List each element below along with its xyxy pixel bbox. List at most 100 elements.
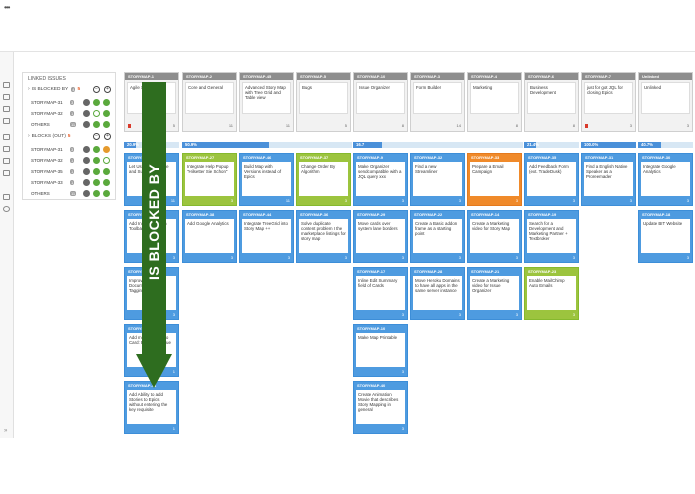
link-row[interactable]: OTHERS 11 [31, 189, 115, 198]
story-title: Create a Marketing video for Story Map [470, 219, 519, 253]
link-row-count: 1 [70, 111, 75, 116]
filter-icon[interactable] [3, 118, 10, 124]
status-done-icon [103, 99, 110, 106]
story-key: STORYMAP-37 [300, 155, 329, 160]
link-icon[interactable] [3, 134, 10, 140]
status-done-icon [103, 121, 110, 128]
epic-key: STORYMAP-5 [297, 73, 350, 80]
more-menu-icon[interactable]: ••• [4, 3, 10, 12]
link-row[interactable]: STORYMAP-33 1 [31, 178, 115, 187]
story-title: Find a new Streamliner [413, 162, 462, 196]
calendar-icon[interactable] [3, 170, 10, 176]
epic-title: just for got JQL for closing Epics [584, 82, 633, 114]
story-key: STORYMAP-17 [357, 269, 386, 274]
link-row-key: STORYMAP-33 [31, 180, 63, 185]
board-icon[interactable] [3, 82, 10, 88]
is-blocked-by-header[interactable]: › IS BLOCKED BY 4 5 [28, 86, 80, 92]
add-link-button[interactable]: + [104, 86, 111, 93]
story-points: 3 [230, 255, 233, 260]
eye-icon[interactable] [83, 179, 90, 186]
users-icon[interactable] [3, 194, 10, 200]
story-key: STORYMAP-10 [357, 326, 386, 331]
link-row[interactable]: STORYMAP-31 3 [31, 145, 115, 154]
story-title: Create a Basic addon frame as a starting… [413, 219, 462, 253]
epic-count: 8 [515, 123, 518, 128]
story-title: Move Heroku Domains to have all apps in … [413, 276, 462, 310]
story-key: STORYMAP-35 [528, 155, 557, 160]
link-row[interactable]: STORYMAP-35 1 [31, 167, 115, 176]
blocks-header[interactable]: › BLOCKS (OUT) 5 [28, 133, 70, 139]
link-row[interactable]: OTHERS 11 [31, 120, 115, 129]
story-key: STORYMAP-38 [186, 212, 215, 217]
link-row[interactable]: STORYMAP-32 1 [31, 156, 115, 165]
link-row[interactable]: STORYMAP-32 1 [31, 109, 115, 118]
map-icon[interactable] [3, 94, 10, 100]
eye-icon[interactable] [83, 157, 90, 164]
eye-icon[interactable] [83, 99, 90, 106]
add-link-button[interactable]: + [104, 133, 111, 140]
collapse-caret-icon[interactable]: › [28, 133, 30, 139]
remove-link-button[interactable]: − [93, 133, 100, 140]
chart-icon[interactable] [3, 158, 10, 164]
story-points: 11 [285, 198, 290, 203]
story-points: 1 [172, 369, 175, 374]
eye-icon[interactable] [83, 190, 90, 197]
story-title: Add Feedback Form (ext. TradeDusk) [527, 162, 576, 196]
is-blocked-by-count: 5 [77, 86, 81, 92]
link-row-key: STORYMAP-31 [31, 147, 63, 152]
eye-icon[interactable] [83, 110, 90, 117]
eye-icon[interactable] [83, 121, 90, 128]
list-icon[interactable] [3, 106, 10, 112]
remove-link-button[interactable]: − [93, 86, 100, 93]
eye-icon[interactable] [83, 168, 90, 175]
story-title: Prepare a Email Campaign [470, 162, 519, 196]
collapse-caret-icon[interactable]: › [28, 86, 30, 92]
story-key: STORYMAP-48 [128, 383, 157, 388]
link-row-key: OTHERS [31, 191, 50, 196]
status-inprogress-icon [103, 146, 110, 153]
story-points: 3 [515, 255, 518, 260]
link-row[interactable]: STORYMAP-31 3 [31, 98, 115, 107]
eye-icon[interactable] [83, 146, 90, 153]
settings-icon[interactable] [3, 206, 10, 212]
expand-chevron-icon[interactable]: » [4, 428, 8, 434]
status-done-icon [103, 110, 110, 117]
blocked-by-arrow [136, 82, 172, 388]
tag-icon[interactable] [3, 146, 10, 152]
epic-key: STORYMAP-2 [183, 73, 236, 80]
